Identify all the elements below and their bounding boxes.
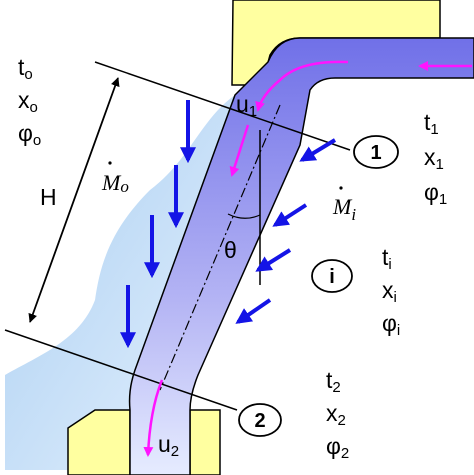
label-phi-sub: o: [33, 132, 41, 149]
angle-arc: [227, 213, 261, 219]
label-t: t: [382, 244, 389, 270]
m-o-sub: o: [120, 177, 129, 196]
transfer-arrow: [235, 298, 272, 324]
u1-symbol: u: [236, 91, 249, 117]
velocity-1-label: u1: [236, 91, 257, 120]
label-phi-sub: 2: [341, 445, 349, 462]
station-marker-i-label: i: [329, 266, 335, 288]
u2-sub: 2: [171, 443, 179, 460]
outer-mass-flow-label: Mo: [101, 161, 129, 196]
svg-text:φo: φo: [18, 120, 41, 149]
label-x: x: [382, 277, 394, 303]
svg-text:to: to: [18, 54, 33, 83]
label-phi: φ: [326, 433, 341, 459]
m-i-sub: i: [351, 205, 356, 224]
label-t: t: [18, 54, 25, 80]
svg-text:x2: x2: [326, 400, 346, 429]
station-2-labels: t2 x2 φ2: [326, 367, 349, 462]
bottom-right-wall: [189, 409, 221, 475]
svg-text:Mi: Mi: [332, 194, 356, 224]
outflow-arrow-magenta: [143, 379, 164, 457]
label-x-sub: 1: [436, 156, 444, 173]
svg-text:t1: t1: [424, 109, 439, 138]
label-x: x: [18, 87, 30, 113]
svg-text:φ2: φ2: [326, 433, 349, 462]
height-label: H: [40, 184, 57, 210]
label-phi: φ: [18, 120, 33, 146]
label-x: x: [326, 400, 338, 426]
inner-mass-flow-label: Mi: [332, 186, 356, 224]
svg-text:φi: φi: [382, 310, 400, 339]
label-t-sub: o: [24, 66, 32, 83]
ambient-state-labels: to xo φo: [18, 54, 41, 149]
m-i-symbol: M: [332, 194, 353, 219]
label-t-sub: 1: [430, 121, 438, 138]
label-x: x: [424, 144, 436, 170]
film-flow-arrows: [120, 100, 196, 349]
transfer-arrow: [299, 138, 337, 162]
label-t-sub: i: [388, 256, 391, 273]
station-marker-2-label: 2: [254, 410, 265, 432]
liquid-film: [5, 95, 240, 470]
label-phi-sub: 1: [439, 191, 447, 208]
channel-flow-mid-arrow: [229, 124, 250, 177]
station-marker-2: 2: [238, 403, 282, 437]
station-line-2: [4, 329, 238, 411]
svg-text:xi: xi: [382, 277, 397, 306]
station-marker-1: 1: [353, 135, 399, 169]
transfer-arrow: [272, 203, 308, 227]
mass-transfer-arrows: [235, 138, 337, 324]
svg-text:xo: xo: [18, 87, 38, 116]
label-x-sub: i: [394, 289, 397, 306]
label-t: t: [326, 367, 333, 393]
label-t-sub: 2: [332, 379, 340, 396]
u2-symbol: u: [158, 431, 171, 457]
m-o-symbol: M: [101, 170, 122, 195]
channel-centerline: [159, 104, 281, 391]
inner-state-labels: ti xi φi: [382, 244, 400, 339]
channel: [128, 37, 474, 475]
label-t: t: [424, 109, 431, 135]
station-line-1: [94, 61, 351, 151]
transfer-arrow: [255, 248, 292, 272]
station-marker-i: i: [311, 259, 353, 293]
channel-flow-top-arrow: [255, 60, 349, 112]
label-phi: φ: [424, 179, 439, 205]
svg-text:φ1: φ1: [424, 179, 447, 208]
svg-text:Mo: Mo: [101, 170, 129, 196]
u1-sub: 1: [249, 103, 257, 120]
angle-label: θ: [224, 237, 237, 263]
label-x-sub: 2: [338, 412, 346, 429]
svg-text:t2: t2: [326, 367, 341, 396]
station-1-labels: t1 x1 φ1: [424, 109, 447, 208]
station-marker-1-label: 1: [370, 142, 381, 164]
svg-text:ti: ti: [382, 244, 392, 273]
svg-text:x1: x1: [424, 144, 444, 173]
label-x-sub: o: [30, 99, 38, 116]
label-phi-sub: i: [397, 322, 400, 339]
height-dimension: [28, 77, 120, 323]
velocity-2-label: u2: [158, 431, 179, 460]
label-phi: φ: [382, 310, 397, 336]
